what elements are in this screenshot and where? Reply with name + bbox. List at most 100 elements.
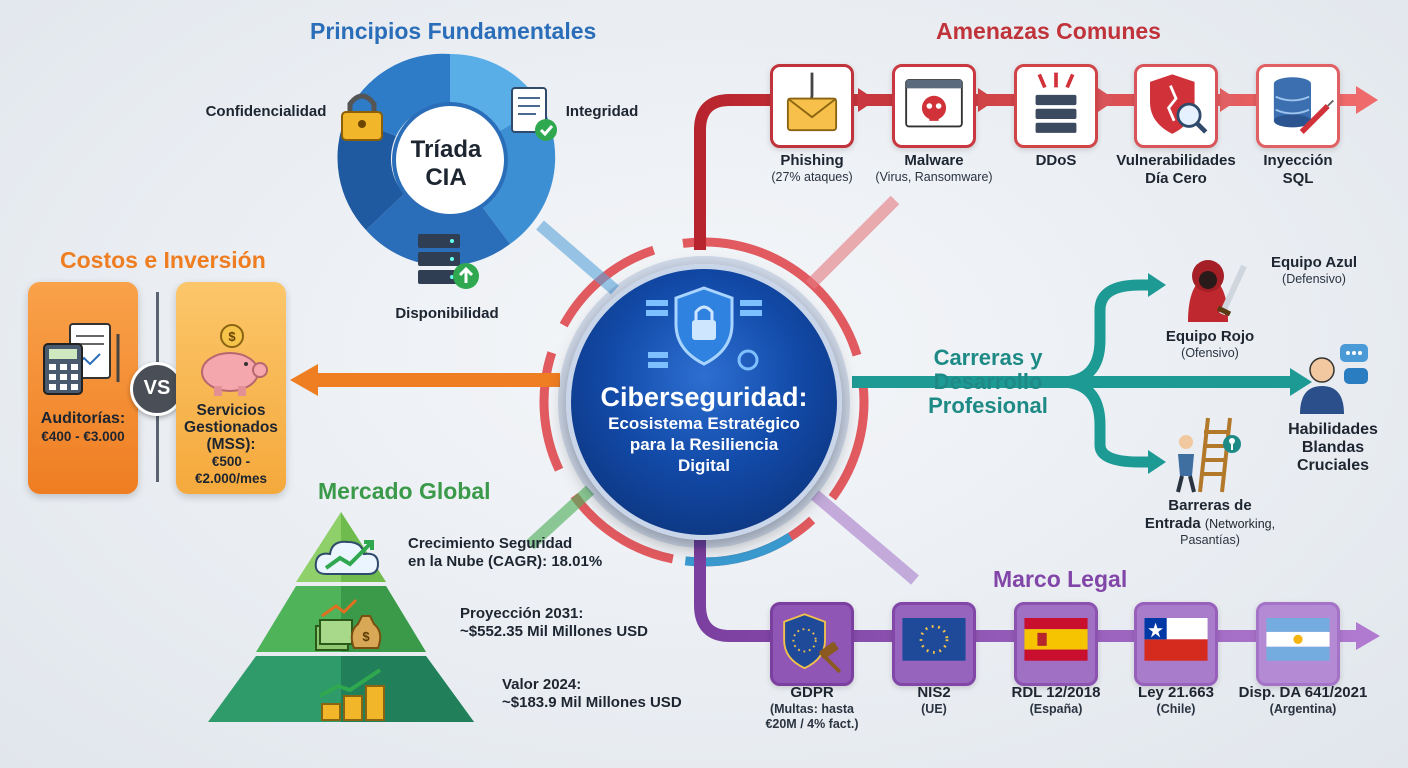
mss-value2: €2.000/mes [194,471,268,486]
svg-text:$: $ [228,329,236,344]
audit-value: €400 - €3.000 [41,429,125,444]
padlock-icon [341,93,383,141]
barriers-line2: Entrada [1144,515,1201,532]
red-team-name: Equipo Rojo [1165,328,1255,345]
legal-argentina-label: Disp. DA 641/2021 (Argentina) [1228,684,1378,717]
threat-phishing-sub: (27% ataques) [771,170,853,184]
blue-team-label: Equipo Azul (Defensivo) [1254,254,1374,287]
blue-team-sub: (Defensivo) [1282,272,1346,286]
costs-title: Costos e Inversión [60,247,266,273]
principle-integrity: Integridad [565,103,639,120]
ddos-server-icon [1035,72,1077,133]
cia-triad-line1: Tríada [410,136,482,163]
market-value-line1: Valor 2024: [502,676,582,693]
threat-zero-day-line1: Vulnerabilidades [1116,152,1236,169]
threat-sql-label: Inyección SQL [1254,152,1342,188]
soft-skills-person-icon [1300,344,1368,414]
central-title: Ciberseguridad: [600,382,808,412]
chile-flag-icon [1144,618,1208,661]
money-bag-icon: $ [315,598,382,651]
market-cloud-growth: Crecimiento Seguridad en la Nube (CAGR):… [408,535,638,571]
soft-skills-line3: Cruciales [1296,457,1370,474]
legal-title: Marco Legal [993,566,1128,592]
barriers-line2-wrap: Entrada (Networking, [1130,515,1290,533]
threat-sql-line1: Inyección [1263,152,1333,169]
legal-chile-sub: (Chile) [1156,702,1196,716]
argentina-flag-icon [1266,618,1330,661]
principle-availability: Disponibilidad [395,305,499,322]
legal-nis2-name: NIS2 [917,684,951,701]
malware-skull-icon [905,79,963,128]
legal-gdpr-sub2: €20M / 4% fact.) [765,717,859,731]
legal-argentina-sub: (Argentina) [1269,702,1337,716]
central-title-block: Ciberseguridad: Ecosistema Estratégico p… [576,382,832,475]
coins-growth-icon [319,668,385,721]
barriers-line1: Barreras de [1168,497,1252,514]
vs-label: VS [143,377,171,399]
careers-title: Carreras y Desarrollo Profesional [916,346,1060,418]
barriers-label: Barreras de Entrada (Networking, Pasantí… [1130,497,1290,548]
market-cloud-growth-line1: Crecimiento Seguridad [408,535,573,552]
threat-zero-day-label: Vulnerabilidades Día Cero [1106,152,1246,188]
legal-gdpr-sub1: (Multas: hasta [769,702,855,716]
audit-label: Auditorías: [40,410,126,427]
database-syringe-icon [1273,77,1334,134]
spain-flag-icon [1024,618,1088,661]
svg-text:$: $ [362,629,370,644]
legal-chile-name: Ley 21.663 [1138,684,1214,701]
server-icon [418,234,479,289]
mss-line2: Gestionados [184,419,278,436]
legal-tile-nis2 [892,602,976,686]
soft-skills-line1: Habilidades [1288,421,1378,438]
threat-malware-name: Malware [904,152,964,169]
threat-tile-phishing [770,64,854,148]
threat-tile-zero-day [1134,64,1218,148]
legal-rdl-sub: (España) [1029,702,1083,716]
central-subtitle-line3: Digital [678,456,730,475]
barriers-sub2: Pasantías) [1180,533,1240,547]
market-projection-2031: Proyección 2031: ~$552.35 Mil Millones U… [460,605,690,641]
piggy-bank-icon: $ [201,324,268,396]
red-team-hacker-icon [1188,260,1247,322]
mss-line3: (MSS): [206,436,256,453]
calculator-document-icon [43,323,120,395]
red-team-sub: (Ofensivo) [1181,346,1239,360]
central-subtitle-line2: para la Resiliencia [629,435,779,454]
market-value-2024: Valor 2024: ~$183.9 Mil Millones USD [502,676,732,712]
legal-rdl-name: RDL 12/2018 [1011,684,1101,701]
mss-cost-text: Servicios Gestionados (MSS): €500 - €2.0… [178,402,284,487]
principle-confidentiality: Confidencialidad [205,103,327,120]
threat-malware-label: Malware (Virus, Ransomware) [862,152,1006,185]
threat-tile-sql-injection [1256,64,1340,148]
legal-gdpr-label: GDPR (Multas: hasta €20M / 4% fact.) [754,684,870,732]
audit-cost-text: Auditorías: €400 - €3.000 [30,410,136,446]
legal-nis2-label: NIS2 (UE) [892,684,976,717]
careers-title-line3: Profesional [928,393,1048,418]
threat-malware-sub: (Virus, Ransomware) [875,170,993,184]
legal-tile-chile [1134,602,1218,686]
threats-title: Amenazas Comunes [936,18,1161,44]
principles-title: Principios Fundamentales [310,18,597,44]
soft-skills-label: Habilidades Blandas Cruciales [1280,421,1386,475]
document-check-icon [511,87,557,141]
threat-tile-ddos [1014,64,1098,148]
legal-tile-rdl [1014,602,1098,686]
threat-zero-day-line2: Día Cero [1145,170,1207,187]
legal-tile-gdpr [770,602,854,686]
cia-triad-line2: CIA [425,164,467,191]
legal-chile-label: Ley 21.663 (Chile) [1120,684,1232,717]
central-subtitle-line1: Ecosistema Estratégico [608,414,800,433]
legal-argentina-name: Disp. DA 641/2021 [1238,684,1368,701]
careers-title-line2: Desarrollo [933,369,1043,394]
threat-ddos-label: DDoS [1035,152,1077,169]
careers-title-line1: Carreras y [933,345,1043,370]
red-team-label: Equipo Rojo (Ofensivo) [1150,328,1270,361]
gdpr-gavel-icon [783,613,842,674]
shield-lock-icon [646,286,762,371]
shield-crack-icon [1150,74,1208,134]
legal-rdl-label: RDL 12/2018 (España) [996,684,1116,717]
threat-phishing-label: Phishing (27% ataques) [752,152,872,185]
legal-tile-argentina [1256,602,1340,686]
eu-flag-icon [902,618,966,661]
